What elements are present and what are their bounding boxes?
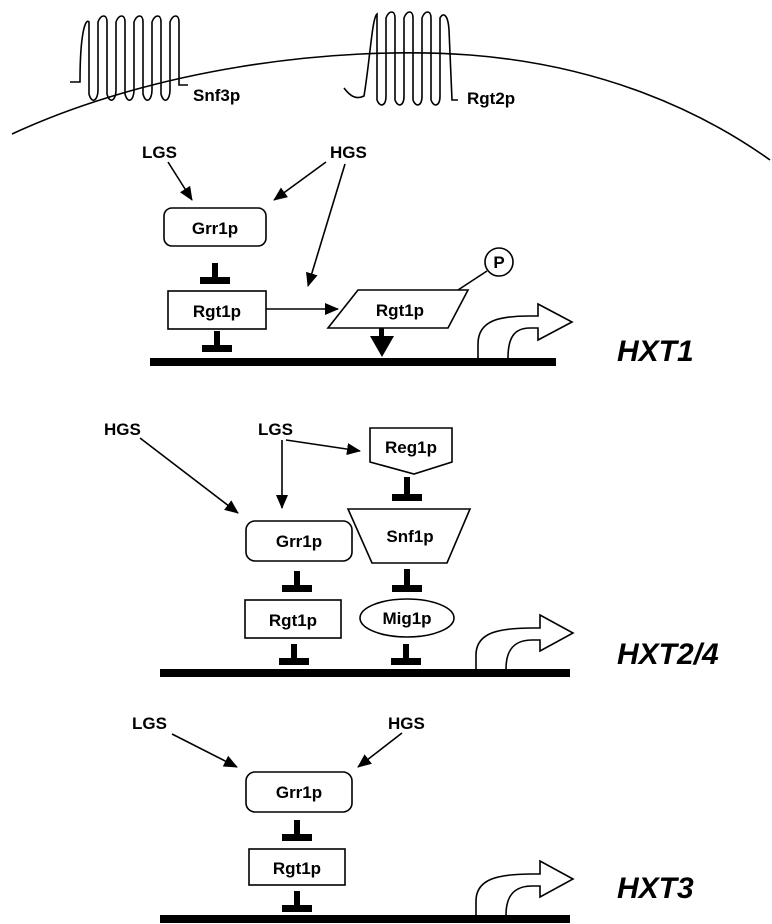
inhibition-grr1p-rgt1p <box>282 571 312 592</box>
rgt2p-label: Rgt2p <box>467 89 515 108</box>
snf3p-label: Snf3p <box>193 86 240 105</box>
inhibition-grr1p-rgt1p <box>200 263 230 284</box>
transcription-arrow-hxt1 <box>478 304 572 358</box>
arrow-hgs-grr1p <box>274 162 326 200</box>
inhibition-snf1p-mig1p <box>392 569 422 592</box>
snf1p-label: Snf1p <box>386 527 433 546</box>
arrow-lgs-grr1p <box>168 162 192 200</box>
inhibition-mig1p-dna <box>391 644 421 665</box>
panel-hxt1: LGS HGS Grr1p Rgt1p Rgt1p P HXT1 <box>142 143 694 368</box>
inhibition-rgt1p-dna <box>279 644 309 665</box>
hgs-label: HGS <box>330 143 367 162</box>
phospho-link <box>458 271 487 290</box>
gene-label-hxt1: HXT1 <box>617 335 694 368</box>
inhibition-rgt1p-dna <box>202 331 232 352</box>
reg1p-label: Reg1p <box>385 438 437 457</box>
snf3p-receptor <box>70 16 188 100</box>
transcription-arrow-hxt24 <box>476 615 573 669</box>
rgt1p-label: Rgt1p <box>273 859 321 878</box>
hgs-label: HGS <box>388 714 425 733</box>
dna-line-hxt3 <box>160 915 570 923</box>
grr1p-label: Grr1p <box>192 219 238 238</box>
panel-hxt24: HGS LGS Reg1p Grr1p Snf1p Rgt1p Mig1p <box>104 420 719 677</box>
inhibition-rgt1p-dna <box>282 891 312 912</box>
rgt2p-receptor <box>344 12 458 105</box>
gene-label-hxt3: HXT3 <box>617 872 694 905</box>
dna-line-hxt1 <box>150 358 556 366</box>
arrow-hgs-rgt1p <box>308 164 345 286</box>
inhibition-grr1p-rgt1p <box>282 820 312 841</box>
grr1p-label: Grr1p <box>276 532 322 551</box>
grr1p-label: Grr1p <box>276 783 322 802</box>
lgs-label: LGS <box>142 143 177 162</box>
arrow-hgs-grr1p <box>140 438 238 513</box>
activation-arrow-dna <box>370 328 394 357</box>
lgs-label: LGS <box>258 420 293 439</box>
arrow-lgs-reg1p <box>286 440 360 451</box>
hgs-label: HGS <box>104 420 141 439</box>
rgt1p-label: Rgt1p <box>269 611 317 630</box>
panel-hxt3: LGS HGS Grr1p Rgt1p HXT3 <box>132 714 694 923</box>
phosphate-label: P <box>493 253 504 272</box>
lgs-label: LGS <box>132 714 167 733</box>
arrow-lgs-grr1p <box>172 734 237 767</box>
inhibition-reg1p-snf1p <box>392 477 422 501</box>
arrow-hgs-grr1p <box>358 733 402 767</box>
rgt1p-label: Rgt1p <box>193 302 241 321</box>
dna-line-hxt24 <box>160 669 570 677</box>
mig1p-label: Mig1p <box>382 609 431 628</box>
transcription-arrow-hxt3 <box>476 861 573 915</box>
rgt1p-phospho-label: Rgt1p <box>376 301 424 320</box>
gene-label-hxt24: HXT2/4 <box>617 638 719 671</box>
